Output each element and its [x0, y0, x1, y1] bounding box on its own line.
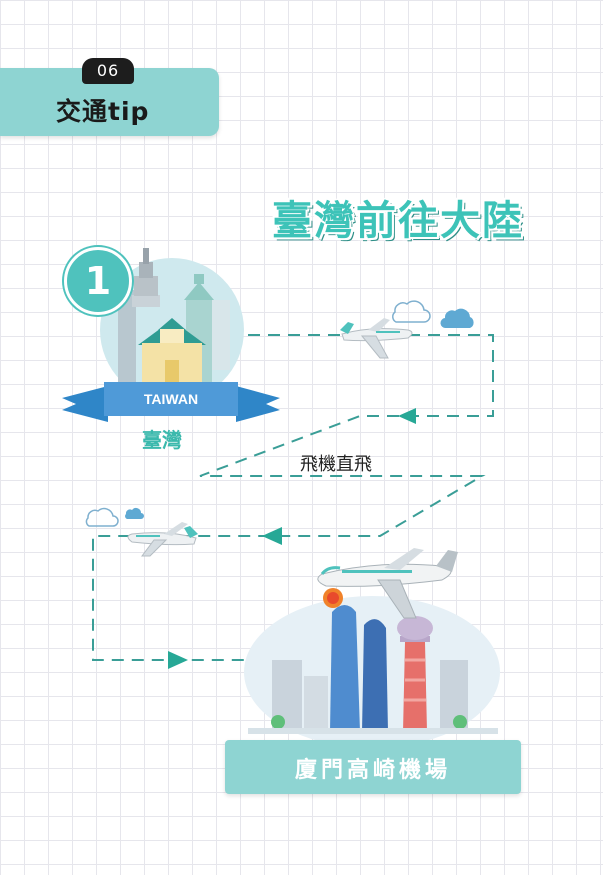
- cloud-icon: [392, 300, 431, 323]
- airplane-icon: [340, 318, 413, 359]
- xiamen-illustration: [244, 588, 500, 748]
- section-number: 06: [82, 58, 134, 84]
- airplane-icon: [317, 548, 458, 619]
- cloud-icon: [125, 508, 144, 519]
- flight-route-line: [92, 334, 494, 661]
- destination-label: 廈門高崎機場: [294, 758, 451, 783]
- step-number-badge: 1: [64, 247, 132, 315]
- route-arrow-right: [168, 651, 188, 669]
- route-label: 飛機直飛: [300, 454, 372, 475]
- taiwan-ribbon: [62, 382, 280, 422]
- destination-banner: [225, 740, 521, 794]
- section-title: 交通tip: [56, 97, 150, 126]
- taiwan-illustration: [100, 248, 244, 402]
- route-arrow-left: [262, 527, 282, 545]
- airplane-icon: [127, 522, 198, 557]
- page-heading: 臺灣前往大陸: [272, 198, 524, 244]
- origin-label: 臺灣: [142, 428, 182, 452]
- route-arrow-left: [398, 408, 416, 424]
- taiwan-ribbon-text: TAIWAN: [144, 391, 198, 407]
- cloud-icon: [440, 308, 474, 329]
- cloud-icon: [85, 507, 119, 527]
